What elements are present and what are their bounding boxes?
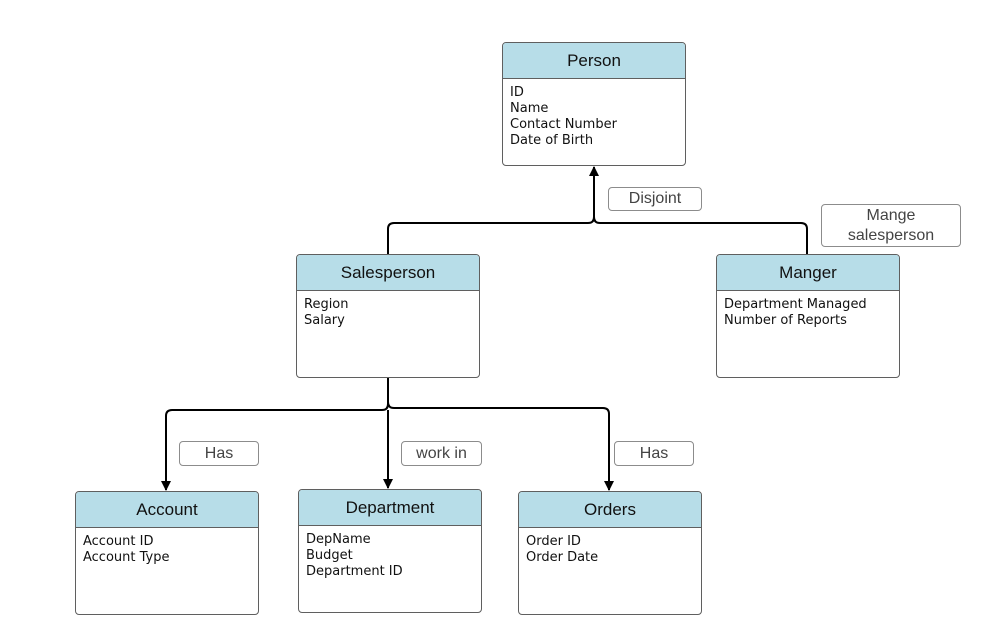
relationship-label-work-in: work in [401,441,482,466]
relationship-label-has-orders: Has [614,441,694,466]
entity-salesperson: Salesperson Region Salary [296,254,480,378]
entity-person-attributes: ID Name Contact Number Date of Birth [503,79,685,155]
relationship-label-has-account: Has [179,441,259,466]
relationship-label-mange-salesperson: Mange salesperson [821,204,961,247]
relationship-label-disjoint: Disjoint [608,187,702,211]
attribute-region: Region [304,297,349,312]
attribute-contact-number: Contact Number [510,117,617,132]
entity-manager: Manger Department Managed Number of Repo… [716,254,900,378]
attribute-budget: Budget [306,548,353,563]
attribute-salary: Salary [304,313,345,328]
entity-account-attributes: Account ID Account Type [76,528,258,572]
attribute-account-id: Account ID [83,534,154,549]
connector-salesperson-to-account [161,378,389,491]
entity-manager-title: Manger [717,255,899,291]
attribute-order-id: Order ID [526,534,581,549]
attribute-depname: DepName [306,532,371,547]
attribute-order-date: Order Date [526,550,599,565]
entity-salesperson-attributes: Region Salary [297,291,479,335]
attribute-date-of-birth: Date of Birth [510,133,594,148]
attribute-id: ID [510,85,524,100]
entity-account: Account Account ID Account Type [75,491,259,615]
attribute-department-id: Department ID [306,564,403,579]
attribute-account-type: Account Type [83,550,170,565]
attribute-name: Name [510,101,549,116]
entity-orders-attributes: Order ID Order Date [519,528,701,572]
entity-person: Person ID Name Contact Number Date of Bi… [502,42,686,166]
attribute-number-of-reports: Number of Reports [724,313,847,328]
connector-salesperson-to-orders [387,401,614,491]
entity-salesperson-title: Salesperson [297,255,479,291]
entity-orders-title: Orders [519,492,701,528]
entity-orders: Orders Order ID Order Date [518,491,702,615]
entity-department: Department DepName Budget Department ID [298,489,482,613]
entity-department-title: Department [299,490,481,526]
entity-person-title: Person [503,43,685,79]
connector-salesperson-to-person [387,166,599,254]
entity-manager-attributes: Department Managed Number of Reports [717,291,899,335]
entity-account-title: Account [76,492,258,528]
entity-department-attributes: DepName Budget Department ID [299,526,481,586]
connector-manager-to-person [593,216,808,254]
attribute-department-managed: Department Managed [724,297,867,312]
